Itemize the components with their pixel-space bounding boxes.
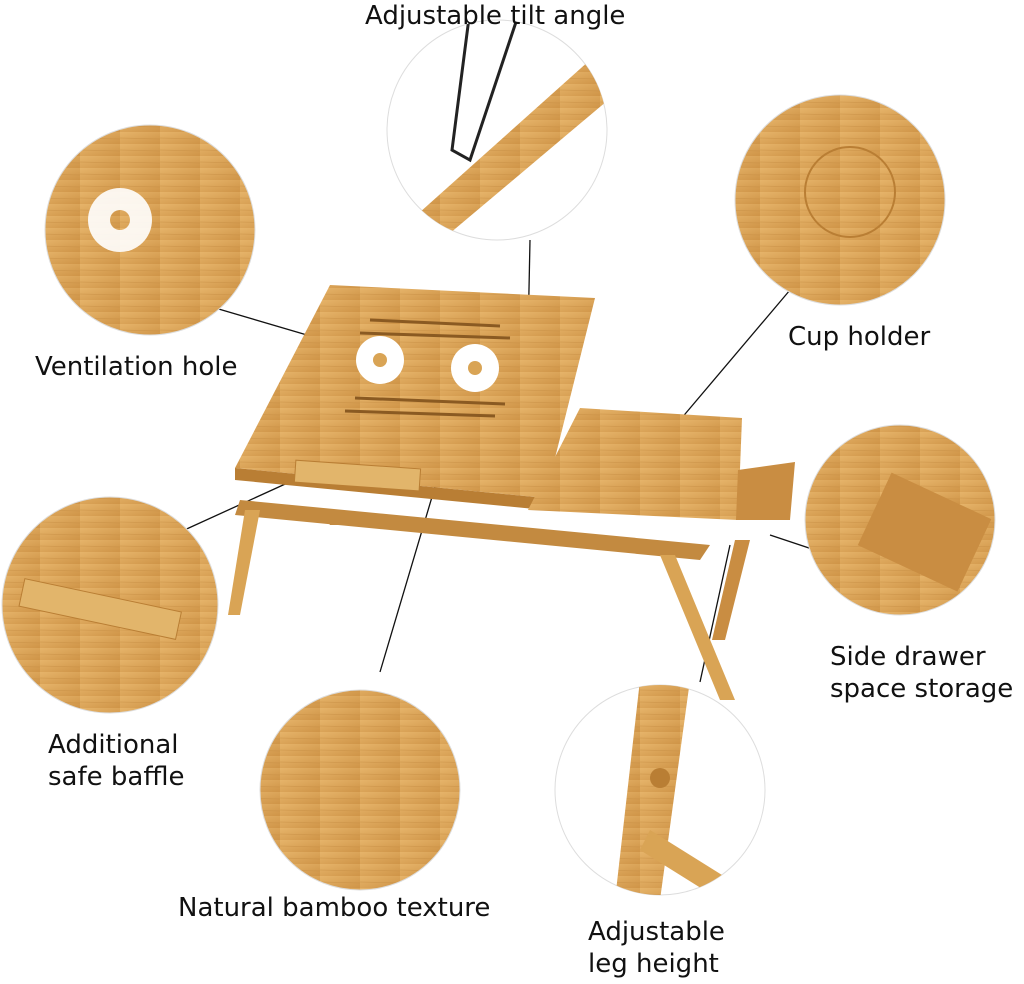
line-texture: [379, 469, 441, 673]
label-cup: Cup holder: [788, 322, 931, 352]
baffle: [293, 459, 422, 492]
leg: [228, 510, 260, 615]
texture-detail-circle: [259, 689, 461, 891]
label-tilt: Adjustable tilt angle: [365, 1, 626, 31]
line-cup: [679, 289, 791, 421]
side-drawer: [736, 462, 795, 520]
bamboo-table: [228, 285, 795, 700]
tilt-detail-circle: [386, 19, 608, 241]
cup-detail-circle: [734, 94, 946, 306]
tilted-top: [235, 285, 595, 498]
label-texture: Natural bamboo texture: [178, 893, 491, 923]
side-surface: [528, 408, 742, 520]
leg: [712, 540, 750, 640]
line-drawer: [769, 534, 816, 551]
leg: [660, 555, 735, 700]
label-vent: Ventilation hole: [35, 352, 238, 382]
